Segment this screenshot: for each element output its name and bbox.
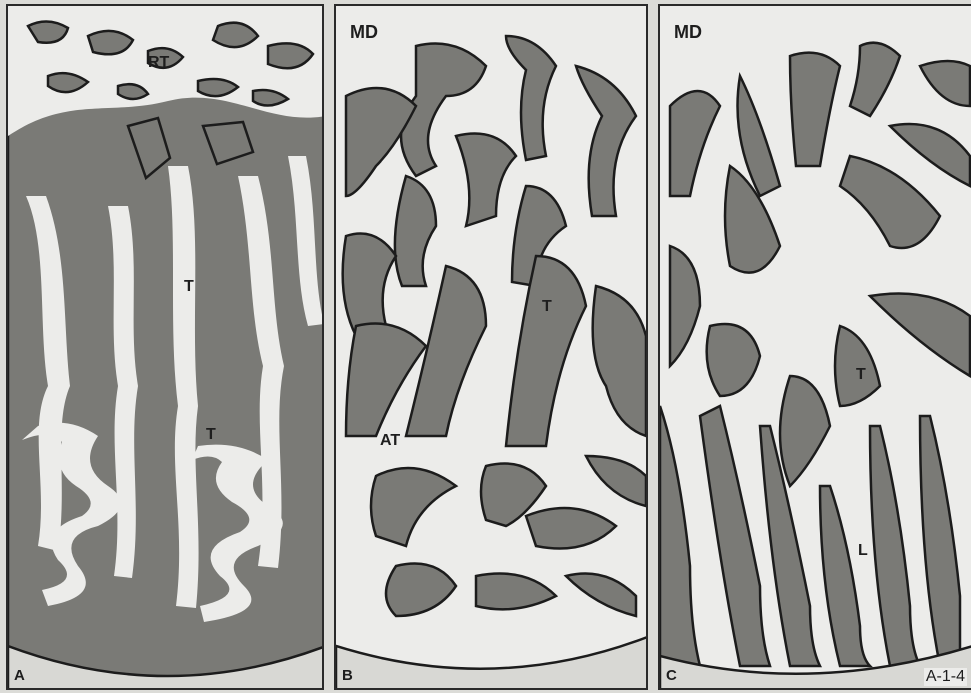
panel-c: MD T L C A-1-4 [658,4,971,690]
panel-c-label-md: MD [674,22,702,43]
panel-a: RT T T A [6,4,324,690]
figure-code: A-1-4 [924,668,967,686]
panel-c-illustration [660,6,971,690]
panel-b-corner-label: B [342,667,353,684]
panel-a-label-t-lower: T [206,426,216,444]
panel-c-corner-label: C [666,667,677,684]
panel-a-corner-label: A [14,667,25,684]
panel-a-illustration [8,6,324,690]
panel-a-label-t-upper: T [184,278,194,296]
panel-c-label-l: L [858,542,868,560]
panel-b-illustration [336,6,648,690]
panel-b: MD AT T B [334,4,648,690]
panel-b-label-md: MD [350,22,378,43]
panel-c-label-t: T [856,366,866,384]
panel-b-label-t: T [542,298,552,316]
panel-a-label-rt: RT [148,54,169,72]
panel-b-label-at: AT [380,432,400,450]
